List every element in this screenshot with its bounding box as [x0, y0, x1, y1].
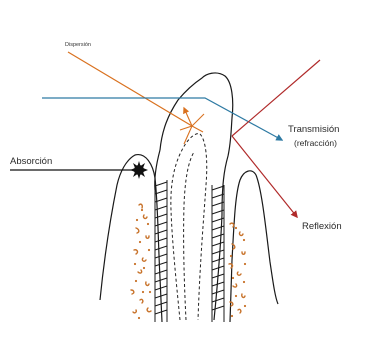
bone-texture-right — [229, 223, 245, 313]
bone-texture-left — [131, 204, 151, 313]
absorption-burst-icon — [130, 161, 148, 179]
dispersion-scatter-arrows — [180, 108, 204, 144]
dispersion-label: Dispersión — [65, 42, 91, 48]
absorption-label: Absorción — [10, 156, 52, 167]
transmission-ray — [42, 98, 282, 140]
dispersion-ray — [68, 52, 192, 126]
gum-right-outline — [230, 171, 278, 322]
gum-left-outline — [100, 155, 162, 322]
refraction-label: (refracción) — [294, 138, 337, 148]
pulp-canal-left — [171, 134, 200, 320]
transmission-label: Transmisión — [288, 124, 339, 135]
reflection-label: Reflexión — [302, 221, 342, 232]
pulp-canal-right — [198, 134, 207, 320]
pulp-canal-inner — [184, 152, 194, 320]
